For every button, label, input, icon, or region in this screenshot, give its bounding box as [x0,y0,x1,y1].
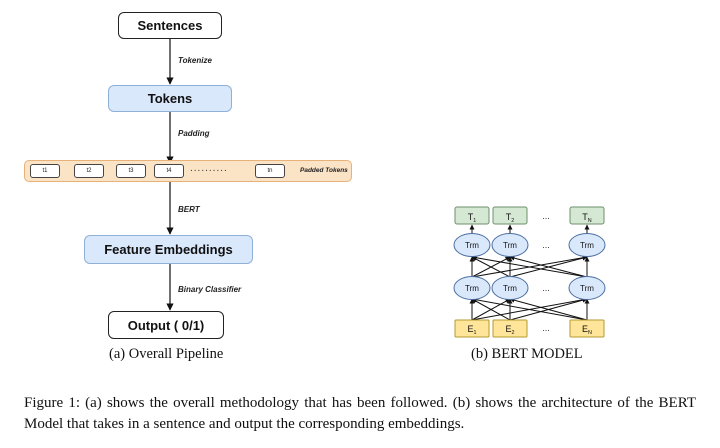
padded-tokens-label: Padded Tokens [300,167,348,174]
bert-trm-node-0-2 [568,233,606,257]
bert-nodes: T1TrmTrmE1T2TrmTrmE2TNTrmTrmEN..........… [453,206,606,338]
bert-output-box-1 [492,206,528,225]
bert-output-label-0: T1 [468,212,477,224]
bert-ellipsis-1: ... [542,240,550,250]
bert-trm-label-0-2: Trm [580,241,594,250]
feature-embeddings-box: Feature Embeddings [84,235,253,264]
token-t3: t3 [116,164,146,178]
output-box: Output ( 0/1) [108,311,224,339]
bert-input-label-2: EN [582,324,592,336]
bert-edge-cross-2-1 [509,255,588,278]
bert-edge-in-cross-2-1 [509,297,588,321]
bert-trm-label-1-0: Trm [465,284,479,293]
tokens-label: Tokens [147,91,193,106]
padding-label: Padding [178,129,210,138]
bert-trm-node-0-1 [491,233,529,257]
tokenize-label: Tokenize [178,56,212,65]
bert-trm-node-1-0 [453,276,491,300]
bert-trm-label-0-0: Trm [465,241,479,250]
bert-ellipsis-3: ... [542,323,550,333]
sentences-label: Sentences [137,18,203,33]
bert-input-label-0: E1 [467,324,476,336]
token-t1: t1 [30,164,60,178]
bert-output-box-2 [569,206,605,225]
bert-trm-label-1-2: Trm [580,284,594,293]
bert-trm-label-1-1: Trm [503,284,517,293]
bert-output-box-0 [454,206,490,225]
bert-edge-cross-2-0 [471,255,588,278]
bert-caption: (b) BERT MODEL [471,346,583,362]
bert-trm-node-1-1 [491,276,529,300]
bert-output-label-1: T2 [506,212,515,224]
bert-label: BERT [178,205,200,214]
bert-edge-in-cross-2-0 [471,297,588,321]
feature-embeddings-label: Feature Embeddings [104,242,233,257]
token-t2: t2 [74,164,104,178]
bert-input-box-1 [492,319,528,338]
bert-connections [469,224,590,321]
pipeline-caption: (a) Overall Pipeline [109,346,224,362]
bert-edge-cross-1-0 [471,256,511,278]
bert-input-box-2 [569,319,605,338]
bert-trm-label-0-1: Trm [503,241,517,250]
bert-input-box-0 [454,319,490,338]
tokens-box: Tokens [108,85,232,112]
figure-caption: Figure 1: (a) shows the overall methodol… [24,395,696,432]
token-t4: t4 [154,164,184,178]
bert-ellipsis-0: ... [542,211,550,221]
bert-edge-in-cross-1-0 [471,298,511,321]
binary-classifier-label: Binary Classifier [178,285,242,294]
sentences-box: Sentences [118,12,222,39]
bert-input-label-1: E2 [505,324,514,336]
bert-trm-node-1-2 [568,276,606,300]
bert-ellipsis-2: ... [542,283,550,293]
token-tn: tn [255,164,285,178]
output-label: Output ( 0/1) [127,317,205,333]
bert-output-label-2: TN [582,212,592,224]
bert-trm-node-0-0 [453,233,491,257]
token-ellipsis: .......... [190,163,228,174]
